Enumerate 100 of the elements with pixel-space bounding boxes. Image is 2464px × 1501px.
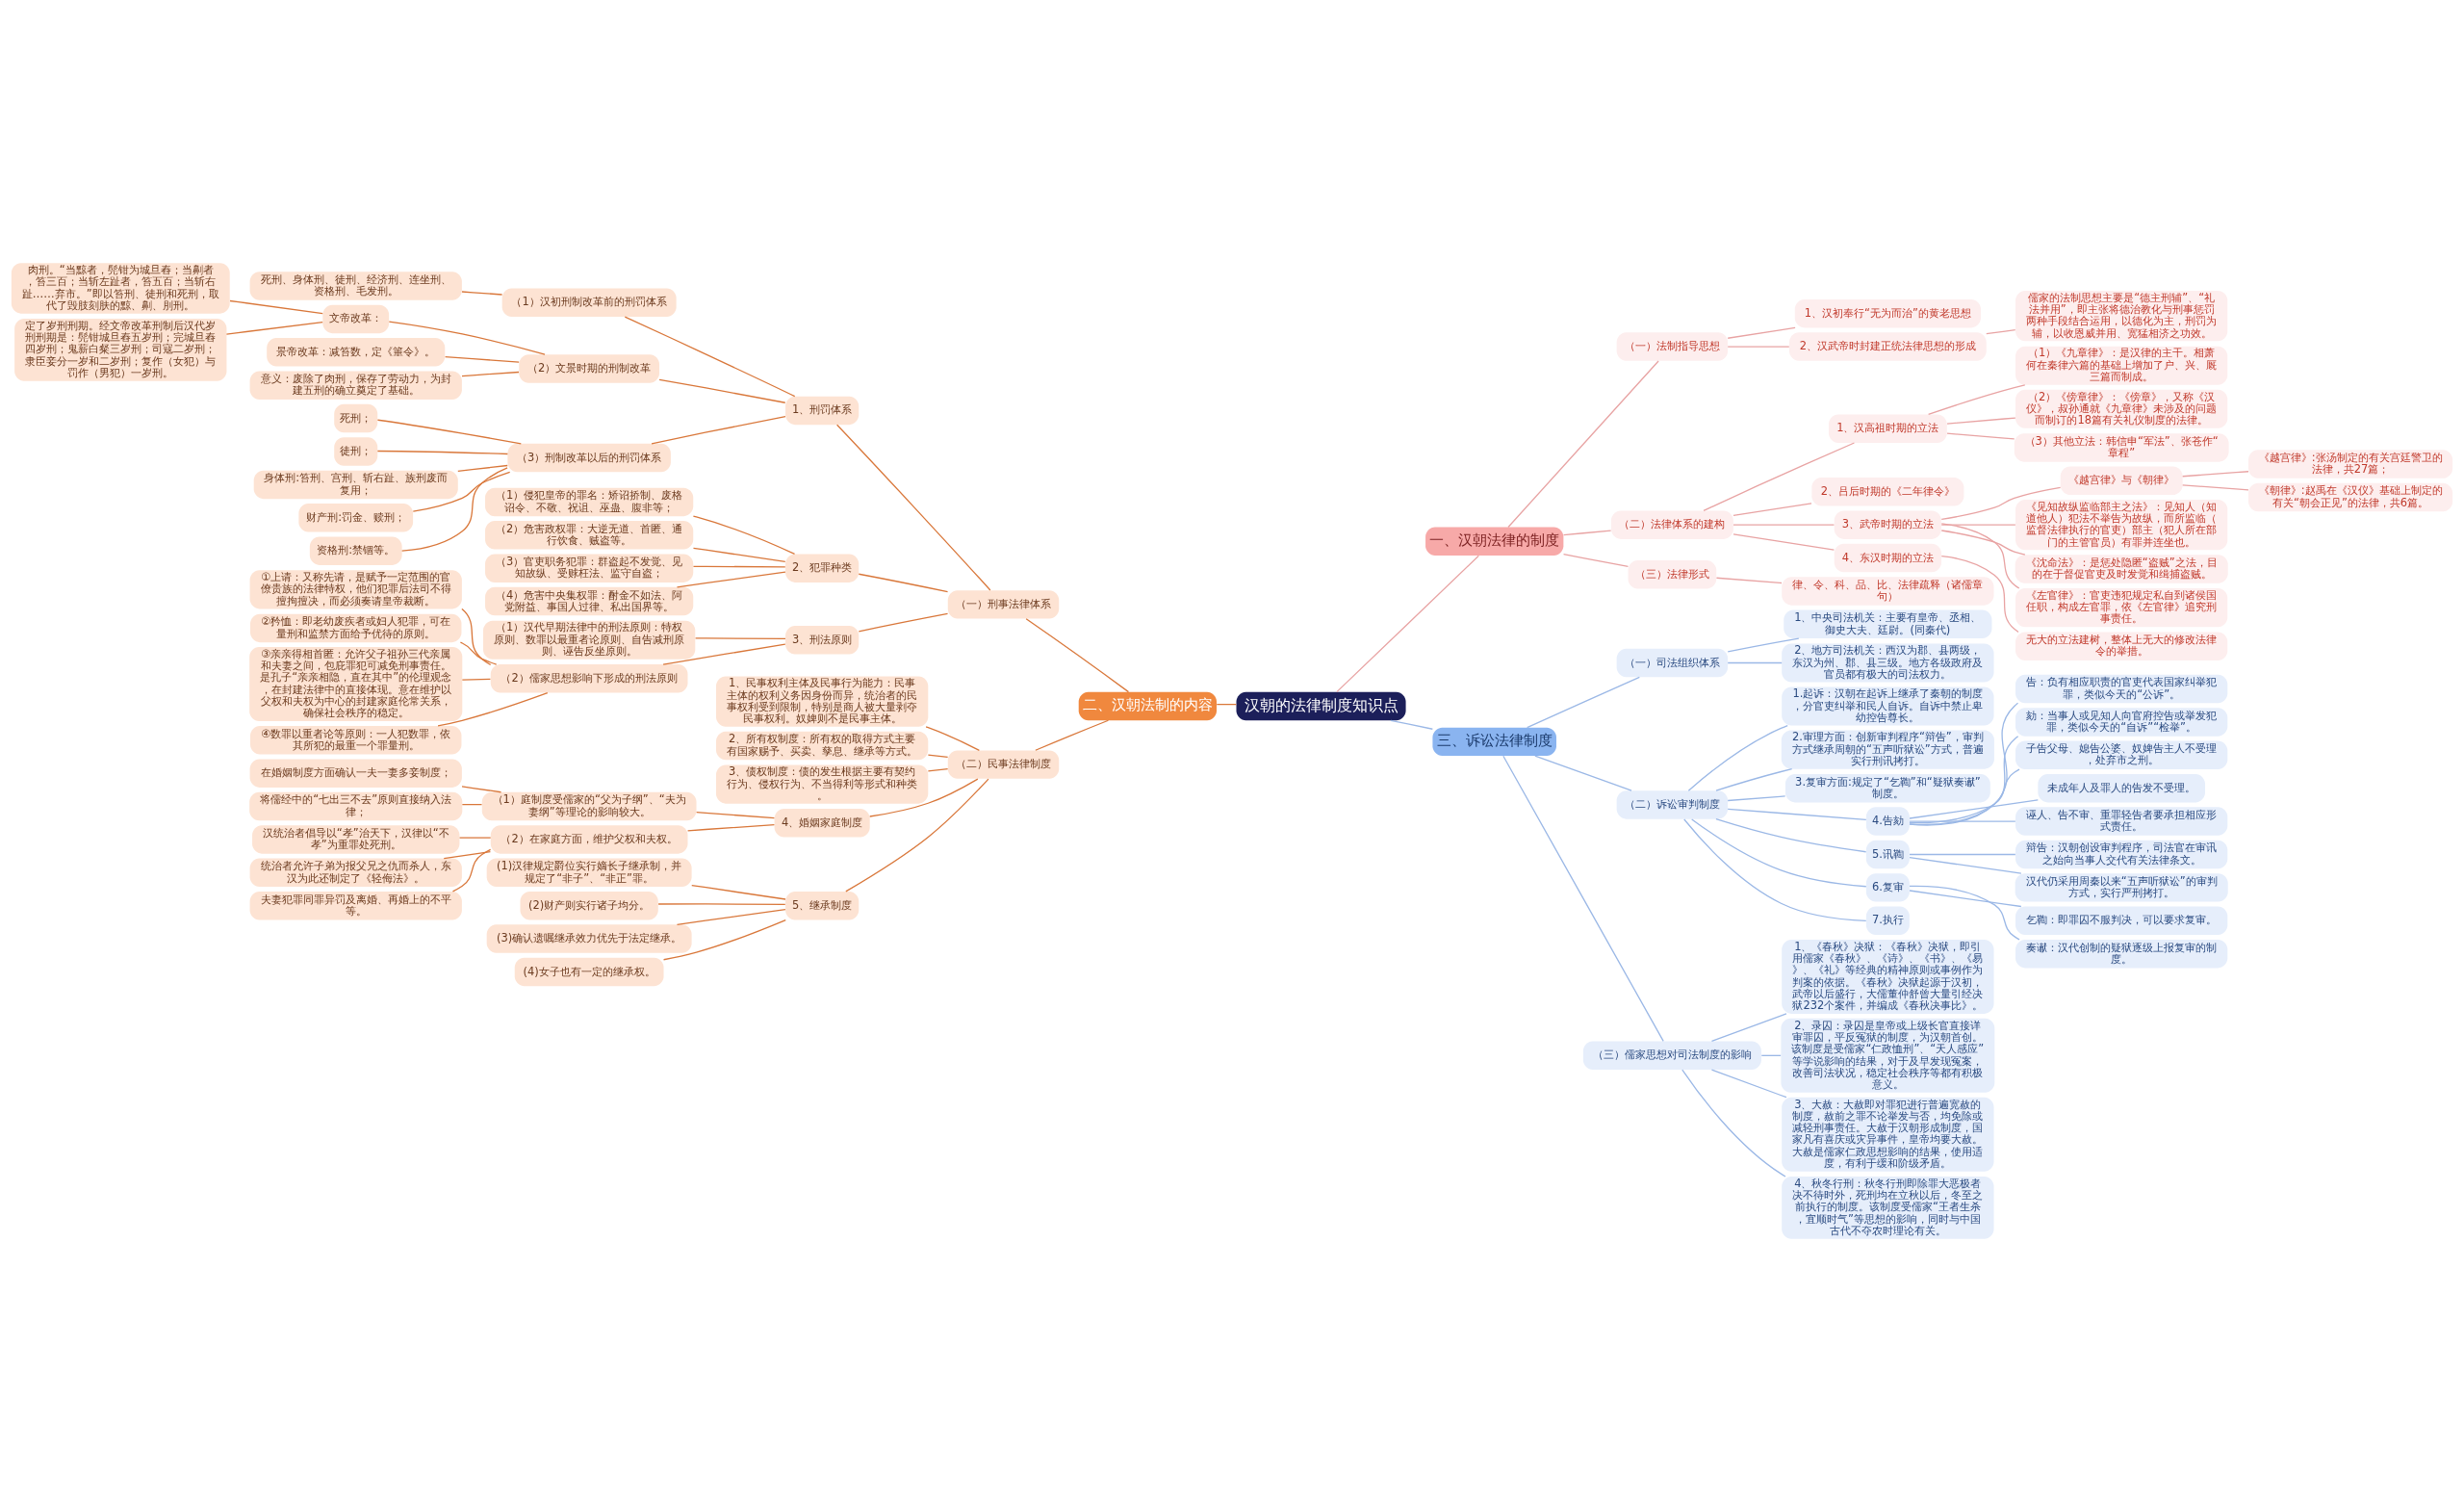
connector [1715,577,1783,583]
node-box: （二）民事法律制度 [947,749,1060,779]
node-box: 《沈命法》：是惩处隐匿“盗贼”之法，目的在于督促官吏及时发觉和缉捕盗贼。 [2015,554,2228,583]
connector [1703,441,1856,511]
connector [692,547,786,562]
node-box: （1）《九章律》：是汉律的主干。相萧何在秦律六篇的基础上增加了户、兴、厩三篇而制成。 [2015,346,2228,385]
connector [1909,702,2019,826]
connector [651,415,786,444]
node-box: （三）儒家思想对司法制度的影响 [1582,1041,1761,1070]
connector [1940,524,2016,526]
connector [692,515,796,555]
node-box: 3.复审方面:规定了“乞鞫”和“疑狱奏谳”制度。 [1784,773,1990,802]
node-box: （3）刑制改革以后的刑罚体系 [507,443,671,472]
connector [1390,719,1433,730]
connector [925,725,981,751]
connector [1940,529,2026,556]
node-box: （3）其他立法：韩信申“军法”、张苍作“章程” [2014,432,2229,462]
node-box: 文帝改革： [322,304,390,333]
connector [1534,755,1632,791]
connector [1986,328,2016,334]
connector [686,823,776,831]
connector [225,321,323,335]
connector [858,612,949,632]
connector [927,767,949,771]
connector [658,378,786,403]
connector [869,777,979,817]
node-box: 身体刑:笞刑、宫刑、斩右趾、族刑废而复用； [253,470,458,499]
node-box: 1、刑罚体系 [785,396,860,425]
node-box: 景帝改革：减笞数，定《箠令》。 [267,337,446,367]
node-box: 徒刑； [334,436,378,466]
connector [1727,636,1800,653]
connector [461,290,503,296]
node-box: （4）危害中央集权罪：酎金不如法、阿党附益、事国人过律、私出国界等。 [485,586,694,615]
node-box: （3）官吏职务犯罪：群盗起不发觉、见知故纵、受赇枉法、监守自盗； [485,553,694,582]
connector [1909,735,2019,825]
node-box: （一）司法组织体系 [1616,648,1729,677]
connector [1527,676,1640,728]
node-box: 1、中央司法机关：主要有皇帝、丞相、御史大夫、廷尉。(同秦代) [1784,609,1992,638]
node-box: 4、东汉时期的立法 [1834,543,1942,572]
connector [461,371,520,376]
connector [676,908,786,925]
connector [1927,383,2026,415]
node-box: 二、汉朝法制的内容 [1078,691,1218,720]
node-box: ②矜恤：即老幼废疾者或妇人犯罪，可在量刑和监禁方面给予优待的原则。 [250,613,462,642]
node-box: 1、民事权利主体及民事行为能力：民事主体的权利义务因身份而异，统治者的民事权利受到限制，特别是商人被大量剥夺民事权利。奴婢则不是民事主体。 [716,675,929,727]
connector [662,919,786,960]
node-box: 三、诉讼法律制度 [1432,727,1556,756]
connector [694,636,786,639]
connector [1909,856,2022,874]
node-box: 4、婚姻家庭制度 [774,808,870,837]
node-box: (1)汉律规定爵位实行嫡长子继承制，并规定了“非子”、“非正”罪。 [486,858,692,887]
connector [457,464,508,472]
connector [691,884,786,900]
node-box: 肉刑。“当黥者，髡钳为城旦舂；当劓者，笞三百；当斩左趾者，笞五百；当斩右趾……弃市。”即以笞刑、徒刑和死刑，取代了毁肢刻肤的黥、劓、刖刑。 [11,262,230,314]
connector [388,320,546,355]
connector [1710,1069,1787,1098]
node-box: 汉统治者倡导以“孝”治天下，汉律以“不孝”为重罪处死刑。 [252,824,460,854]
connector [1727,661,1783,663]
node-box: （一）刑事法律体系 [947,589,1060,619]
node-box: 《左官律》：官吏违犯规定私自到诸侯国任职，构成左官罪，依《左官律》追究刑事责任。 [2015,587,2228,627]
node-box: 诬人、告不审、重罪轻告者要承担相应形式责任。 [2015,806,2228,836]
connector [1909,767,2020,823]
connector [451,848,492,893]
connector [1562,553,1630,567]
node-box: 1、汉高祖时期的立法 [1828,414,1947,443]
connector [1760,1054,1782,1056]
connector [1035,719,1110,751]
node-box: 2、所有权制度：所有权的取得方式主要有国家赐予、买卖、孳息、继承等方式。 [716,731,929,760]
connector [1683,817,1867,921]
connector [1909,889,2022,907]
connector [1940,522,2020,589]
connector [2182,483,2249,490]
connector [1946,416,2016,425]
node-box: （2）在家庭方面，维护父权和夫权。 [490,824,688,854]
node-box: 子告父母、媳告公婆、奴婢告主人不受理，处弃市之刑。 [2015,740,2228,769]
node-box: 儒家的法制思想主要是“德主刑辅”、“礼法并用”，即主张将德治教化与刑事惩罚两种手段结合运用，以德化为主，刑罚为辅，以收恩威并用、宽猛相济之功效。 [2015,290,2228,341]
connector [1687,724,1788,791]
connector [692,565,786,567]
node-box: 2、汉武帝时封建正统法律思想的形成 [1789,331,1987,361]
connector [858,573,949,592]
connector [1562,529,1612,535]
node-box: 告：负有相应职责的官吏代表国家纠举犯罪，类似今天的“公诉”。 [2015,674,2228,703]
node-box: 7.执行 [1865,906,1910,935]
node-box: （2）文景时期的刑制改革 [519,353,660,383]
node-box: 定了岁刑刑期。经文帝改革刑制后汉代岁刑刑期是：髡钳城旦舂五岁刑；完城旦舂四岁刑；鬼薪白粲三岁刑；司寇二岁刑；隶臣妾分一岁和二岁刑；复作（女犯）与罚作（男犯）一岁刑。 [14,318,227,381]
connector [1940,555,2019,633]
connector [376,419,522,444]
connector [1507,359,1659,528]
connector [1727,326,1796,339]
node-box: 5、继承制度 [785,891,860,919]
connector [657,902,786,905]
node-box: （2）儒家思想影响下形成的刑法原则 [490,663,688,693]
node-box: （三）法律形式 [1628,559,1717,588]
connector [1727,808,1867,820]
node-box: 3、大赦：大赦即对罪犯进行普遍宽赦的制度，赦前之罪不论举发与否，均免除或减轻刑事责任。大赦于汉朝形成制度，国家凡有喜庆或灾异事件，皇帝均要大赦。大赦是儒家仁政思想影响的结果，使用适度，有利于缓和阶级矛盾。 [1782,1097,1994,1172]
connector [1691,817,1867,887]
node-box: 死刑、身体刑、徒刑、经济刑、连坐刑、资格刑、毛发刑。 [249,271,462,300]
node-box: 一、汉朝法律的制度 [1425,527,1564,556]
node-box: 3、债权制度：债的发生根据主要有契约行为、侵权行为、不当得利等形式和种类。 [716,764,929,804]
connector [461,803,483,805]
